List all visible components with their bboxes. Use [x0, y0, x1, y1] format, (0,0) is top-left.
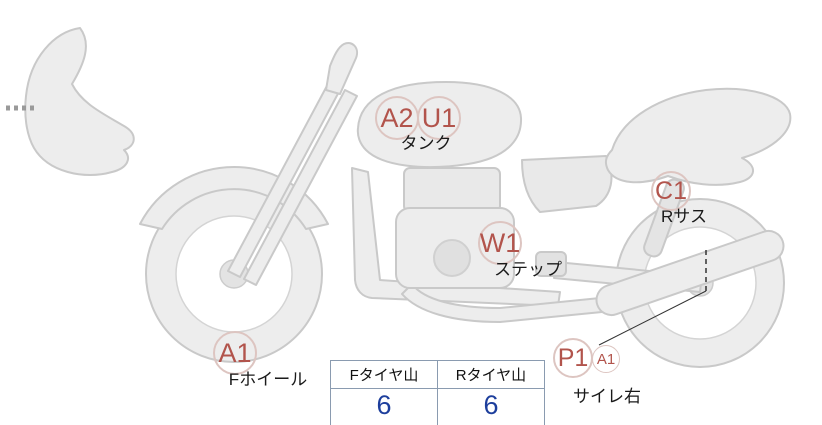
- step-shape: [535, 251, 567, 277]
- damage-code-tank-2: U1: [417, 96, 461, 140]
- front-tire-tread-value: 6: [330, 388, 438, 425]
- damage-code-rear-suspension: C1: [651, 171, 691, 211]
- part-label-front-wheel: Fホイール: [228, 370, 308, 389]
- rear-tire-tread-value: 6: [437, 388, 545, 425]
- exhaust-pipe-shape: [401, 283, 603, 323]
- damage-code-silencer-1: P1: [553, 338, 593, 378]
- part-label-rear-suspension: Rサス: [661, 207, 707, 226]
- side-cover-shape: [521, 155, 613, 213]
- front-tire-header: Fタイヤ山: [330, 360, 438, 389]
- damage-code-silencer-2: A1: [592, 345, 620, 373]
- part-label-step: ステップ: [494, 260, 562, 279]
- front-fork-shape-2: [243, 89, 358, 286]
- tire-tread-table: Fタイヤ山 Rタイヤ山 6 6: [330, 360, 545, 425]
- silencer-leader-line: [598, 246, 707, 346]
- part-label-tank: タンク: [400, 134, 452, 153]
- part-label-silencer: サイレ右: [573, 387, 641, 406]
- damage-code-front-wheel: A1: [213, 331, 257, 375]
- front-cowl-part-shape: [24, 27, 135, 176]
- seat-shape: [604, 87, 792, 186]
- engine-cover-shape: [433, 239, 471, 277]
- tire-table-value-row: 6 6: [330, 388, 545, 425]
- silencer-shape: [595, 229, 785, 317]
- rear-tire-header: Rタイヤ山: [437, 360, 545, 389]
- handlebar-shape: [325, 42, 358, 95]
- damage-code-step: W1: [478, 221, 522, 265]
- tire-table-header-row: Fタイヤ山 Rタイヤ山: [330, 360, 545, 389]
- cylinder-shape: [403, 167, 501, 213]
